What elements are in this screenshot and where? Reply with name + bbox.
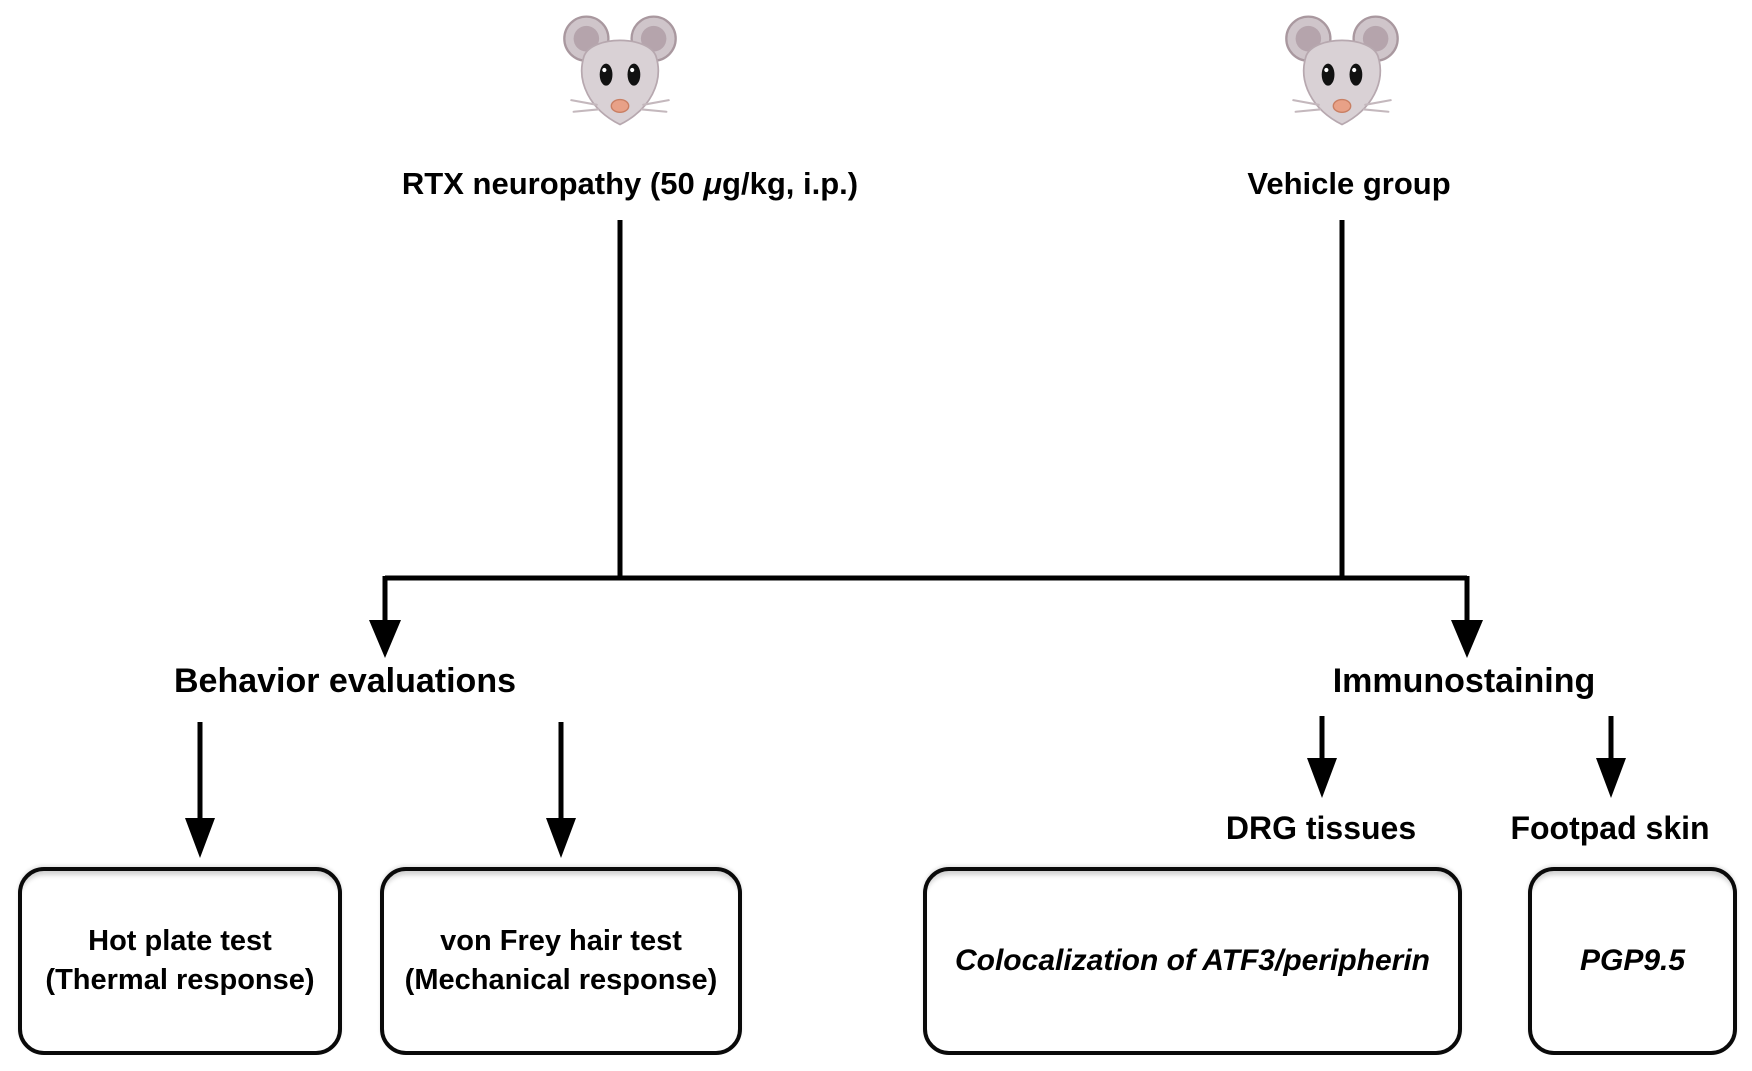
hot-plate-line2: (Thermal response) xyxy=(45,964,315,996)
mouse-face-icon xyxy=(1285,15,1399,126)
hot-plate-line1: Hot plate test xyxy=(88,924,272,957)
von-frey-line2: (Mechanical response) xyxy=(404,964,718,996)
rtx-label-suffix: g/kg, i.p.) xyxy=(722,166,859,201)
hot-plate-test-box: Hot plate test (Thermal response) xyxy=(18,867,342,1055)
drg-tissues-label: DRG tissues xyxy=(1225,810,1417,846)
mouse-face-icon xyxy=(563,15,677,126)
von-frey-line1: von Frey hair test xyxy=(440,924,682,957)
hot-plate-arrowhead xyxy=(185,818,215,858)
pgp95-box-text: PGP9.5 xyxy=(1579,943,1686,977)
immuno-branch-arrowhead xyxy=(1451,620,1483,658)
drg-arrowhead xyxy=(1307,758,1337,798)
pgp95-box: PGP9.5 xyxy=(1528,867,1737,1055)
vehicle-group-label: Vehicle group xyxy=(1247,166,1451,201)
footpad-skin-label: Footpad skin xyxy=(1510,810,1710,846)
colocalization-box: Colocalization of ATF3/peripherin xyxy=(923,867,1462,1055)
colocalization-box-text: Colocalization of ATF3/peripherin xyxy=(954,943,1431,977)
footpad-arrowhead xyxy=(1596,758,1626,798)
rtx-group-label: RTX neuropathy (50 μg/kg, i.p.) xyxy=(402,166,858,202)
immunostaining-title: Immunostaining xyxy=(1332,662,1596,700)
behavior-branch-arrowhead xyxy=(369,620,401,658)
von-frey-arrowhead xyxy=(546,818,576,858)
hot-plate-test-box-text: Hot plate test (Thermal response) xyxy=(35,922,324,1000)
von-frey-test-box: von Frey hair test (Mechanical response) xyxy=(380,867,742,1055)
behavior-evaluations-title: Behavior evaluations xyxy=(173,662,517,700)
rtx-label-mu: μ xyxy=(703,166,723,201)
rtx-label-prefix: RTX neuropathy (50 xyxy=(401,166,704,201)
von-frey-test-box-text: von Frey hair test (Mechanical response) xyxy=(395,922,728,1000)
